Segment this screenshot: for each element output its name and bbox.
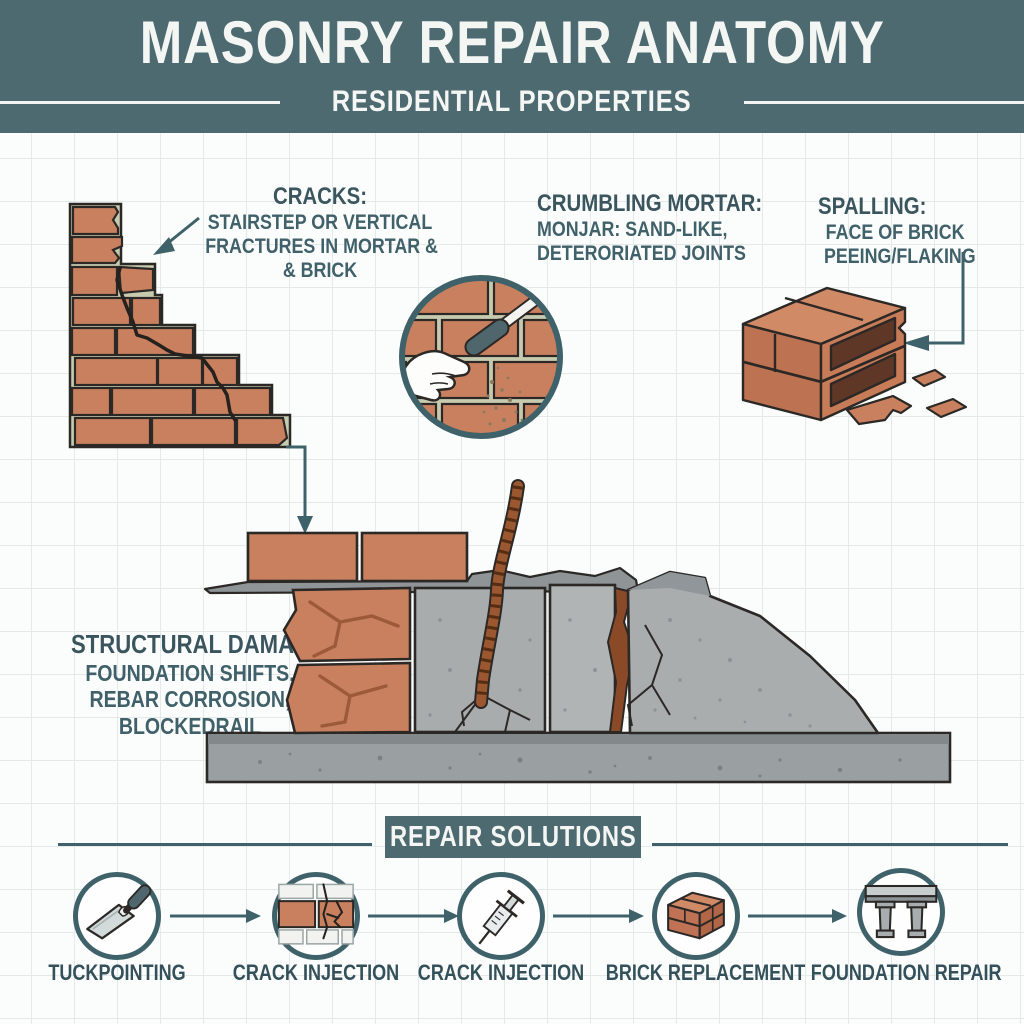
crumbling-mortar-label: CRUMBLING MORTAR: MONJAR: SAND-LIKE, DET… (537, 190, 763, 265)
solution-circle-crack-injection-2 (457, 872, 545, 960)
trowel-icon (86, 884, 152, 940)
subtitle-rule-left (0, 100, 281, 104)
brick-stack-icon (667, 891, 725, 940)
block-cracks (454, 694, 531, 733)
cracks-label: CRACKS: STAIRSTEP OR VERTICAL FRACTURES … (205, 183, 438, 282)
spalling-label: SPALLING: FACE OF BRICK PEEING/FLAKING (818, 193, 1018, 269)
foundation-pier-icon (864, 884, 938, 939)
cracked-wall-icon (277, 883, 355, 945)
solution-arrow-3 (553, 909, 644, 923)
hand-glove (402, 349, 471, 402)
subtitle-rule-right (743, 100, 1024, 104)
structural-damage-label: STRUCTURAL DAMAGE: FOUNDATION SHIFTS, RE… (71, 629, 334, 739)
scraper-tool-icon (464, 294, 542, 357)
flow-down-arrow (286, 445, 313, 534)
solution-label: CRACK INJECTION (417, 960, 585, 985)
crumbling-mortar-heading: CRUMBLING MORTAR: (537, 190, 763, 217)
concrete-blocks (413, 583, 617, 734)
page-title: MASONRY REPAIR ANATOMY (139, 9, 885, 76)
header-bar: MASONRY REPAIR ANATOMY RESIDENTIAL PROPE… (0, 0, 1024, 133)
concrete-footing (205, 731, 952, 784)
solution-circle-crack-injection-1 (272, 872, 360, 960)
solution-circle-tuckpointing (73, 872, 161, 960)
repair-solutions-banner: REPAIR SOLUTIONS (385, 816, 641, 858)
spalled-flakes (845, 368, 968, 426)
cracked-brick-wall-illustration (68, 202, 292, 449)
concrete-mound (626, 570, 880, 735)
syringe-icon (478, 889, 525, 945)
solution-label: TUCKPOINTING (48, 960, 186, 985)
foundation-cross-section (203, 479, 952, 784)
banner-rule-right (652, 843, 1008, 846)
solution-label: CRACK INJECTION (232, 960, 400, 985)
banner-rule-left (58, 843, 372, 846)
page-subtitle: RESIDENTIAL PROPERTIES (332, 85, 692, 118)
spalling-brick-illustration (741, 286, 968, 426)
cracked-clay-blocks (282, 586, 412, 735)
subtitle-row: RESIDENTIAL PROPERTIES (0, 82, 1024, 122)
corroded-rebar (474, 479, 525, 709)
solution-label: FOUNDATION REPAIR (810, 960, 1002, 985)
rust-crack (606, 586, 636, 733)
solution-arrow-1 (170, 909, 261, 923)
solution-circle-foundation-repair (857, 868, 945, 956)
crumbling-mortar-magnifier (399, 275, 563, 439)
solution-arrow-2 (368, 909, 459, 923)
spalling-heading: SPALLING: (818, 193, 927, 220)
solution-circle-brick-replacement (652, 872, 740, 960)
solution-label: BRICK REPLACEMENT (605, 960, 806, 985)
top-bricks (246, 531, 469, 583)
solution-arrow-4 (748, 909, 847, 923)
spalling-arrow (903, 252, 965, 351)
cracks-heading: CRACKS: (272, 183, 368, 210)
cracks-arrow (153, 216, 200, 255)
